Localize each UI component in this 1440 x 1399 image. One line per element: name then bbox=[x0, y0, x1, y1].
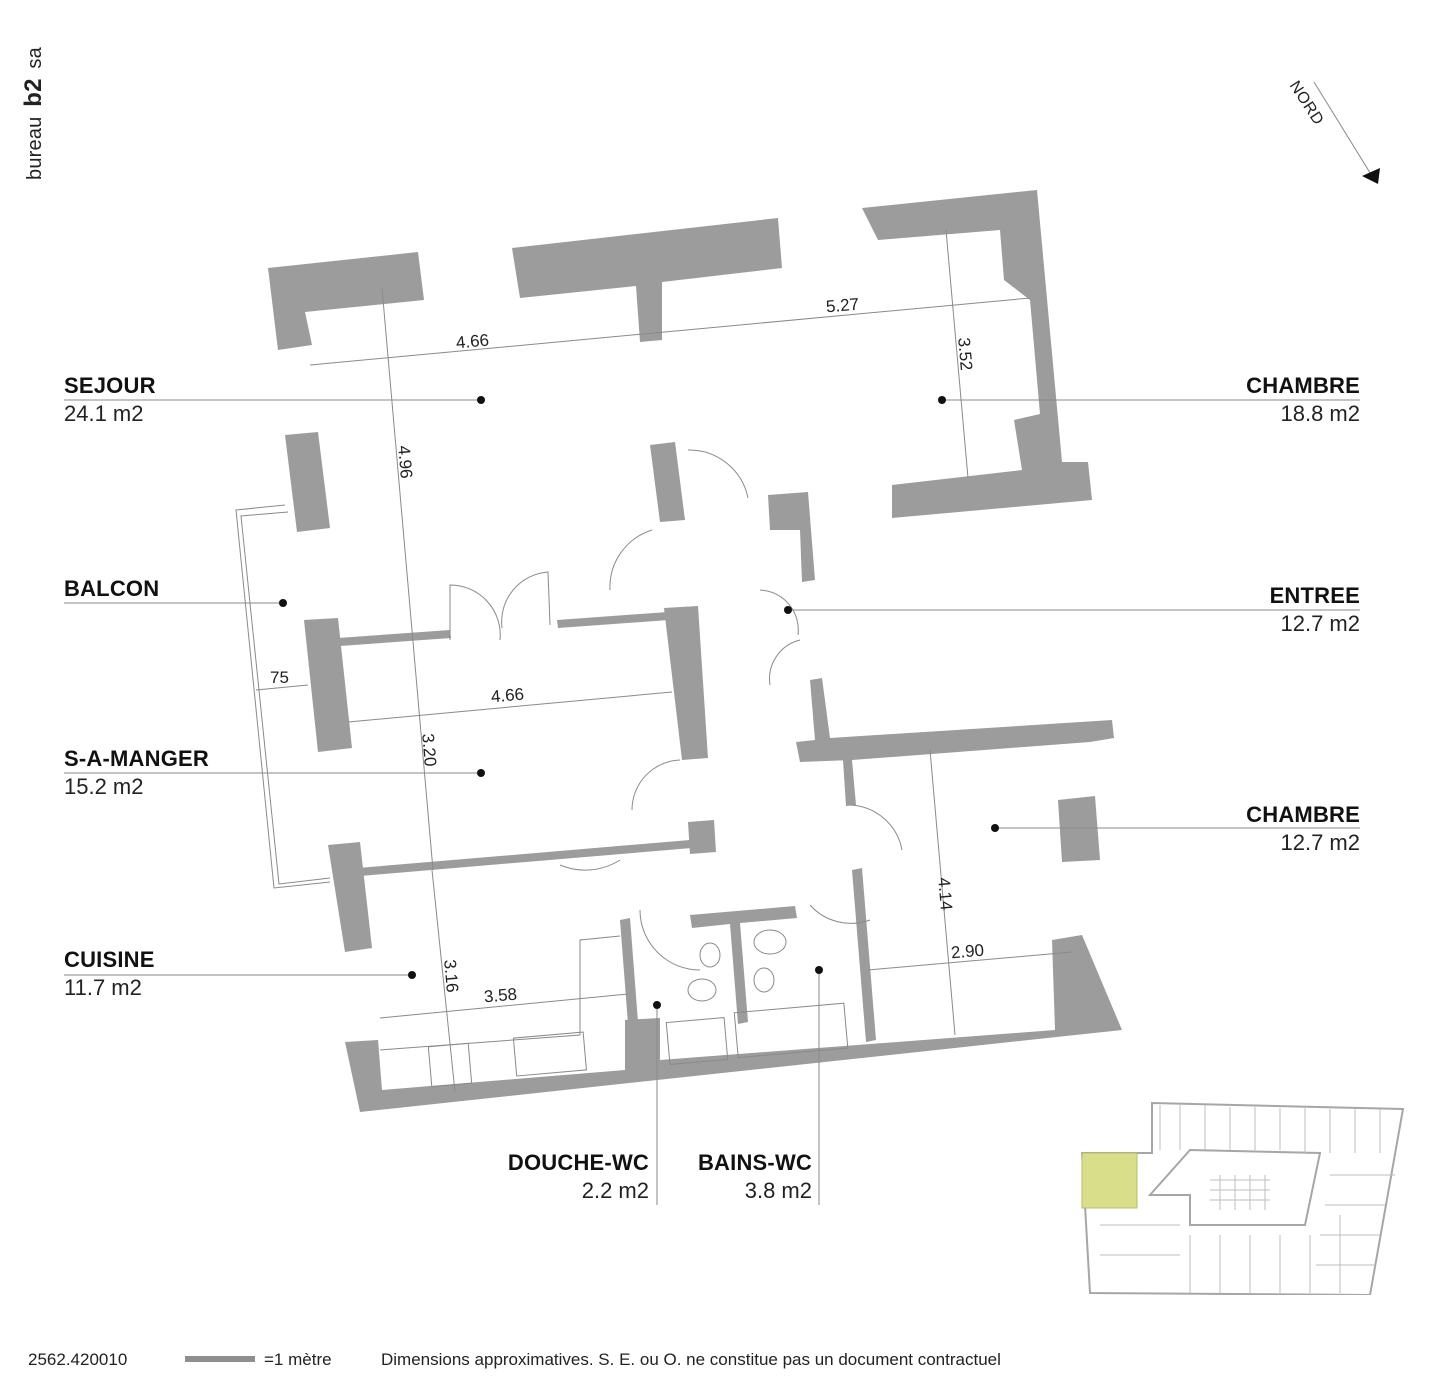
room-name: DOUCHE-WC bbox=[507, 1150, 649, 1175]
room-name: ENTREE bbox=[1269, 583, 1360, 608]
dimension-salle-width: 4.66 bbox=[490, 684, 525, 707]
room-name: CHAMBRE bbox=[1246, 802, 1360, 827]
dimension-chambre1-width: 5.27 bbox=[825, 294, 860, 317]
room-label-sejour: SEJOUR 24.1 m2 bbox=[64, 372, 156, 427]
room-label-bains-wc: BAINS-WC 3.8 m2 bbox=[698, 1149, 812, 1204]
room-label-balcon: BALCON bbox=[64, 575, 159, 603]
dimension-sejour-depth: 4.96 bbox=[394, 444, 416, 480]
north-arrow-icon bbox=[1313, 81, 1380, 184]
room-name: CHAMBRE bbox=[1246, 373, 1360, 398]
room-markers bbox=[279, 396, 999, 1009]
room-area: 18.8 m2 bbox=[1280, 400, 1361, 426]
dimension-chambre1-depth: 3.52 bbox=[954, 336, 976, 372]
room-name: BAINS-WC bbox=[697, 1150, 812, 1175]
highlighted-apartment bbox=[1081, 1152, 1138, 1209]
dimension-cuisine-depth: 3.16 bbox=[440, 958, 462, 994]
scale-bar-icon bbox=[185, 1356, 255, 1362]
room-name: S-A-MANGER bbox=[64, 746, 209, 771]
room-name: BALCON bbox=[64, 576, 160, 601]
room-label-cuisine: CUISINE 11.7 m2 bbox=[64, 946, 155, 1001]
room-name: SEJOUR bbox=[64, 373, 156, 398]
room-label-s-a-manger: S-A-MANGER 15.2 m2 bbox=[64, 745, 209, 800]
leader-lines bbox=[64, 399, 1360, 1205]
scale-label: =1 mètre bbox=[264, 1350, 332, 1369]
room-area: 2.2 m2 bbox=[581, 1177, 649, 1203]
room-label-chambre-1: CHAMBRE 18.8 m2 bbox=[1246, 372, 1360, 427]
room-area: 24.1 m2 bbox=[64, 400, 144, 426]
key-plan bbox=[1080, 1101, 1405, 1295]
room-label-douche-wc: DOUCHE-WC 2.2 m2 bbox=[508, 1149, 649, 1204]
dimension-chambre2-width: 2.90 bbox=[950, 940, 985, 963]
room-area: 15.2 m2 bbox=[64, 773, 144, 799]
dimension-balcon-depth: 75 bbox=[270, 668, 289, 687]
dimension-sejour-width: 4.66 bbox=[455, 330, 490, 353]
room-label-entree: ENTREE 12.7 m2 bbox=[1270, 582, 1360, 637]
plan-reference: 2562.420010 bbox=[28, 1350, 128, 1369]
disclaimer: Dimensions approximatives. S. E. ou O. n… bbox=[381, 1350, 1001, 1369]
dimension-chambre2-depth: 4.14 bbox=[934, 876, 956, 912]
dimension-cuisine-width: 3.58 bbox=[483, 984, 518, 1007]
walls bbox=[268, 190, 1122, 1112]
room-label-chambre-2: CHAMBRE 12.7 m2 bbox=[1246, 801, 1360, 856]
room-area: 12.7 m2 bbox=[1280, 610, 1361, 636]
dimension-salle-depth: 3.20 bbox=[418, 732, 440, 768]
room-area: 3.8 m2 bbox=[744, 1177, 812, 1203]
room-area: 11.7 m2 bbox=[64, 974, 142, 1000]
room-area: 12.7 m2 bbox=[1280, 829, 1361, 855]
room-name: CUISINE bbox=[64, 947, 155, 972]
